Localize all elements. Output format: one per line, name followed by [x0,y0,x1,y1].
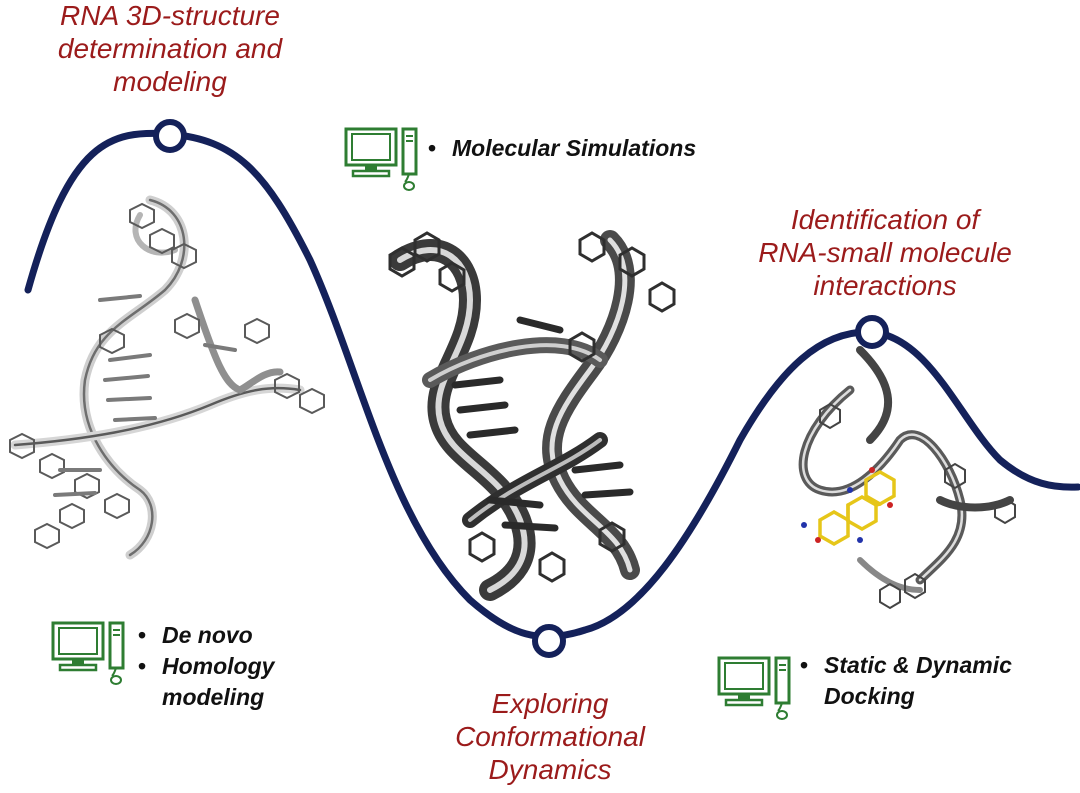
stage-title-exploring: Exploring Conformational Dynamics [455,688,645,785]
rna-structure-image-right [798,346,1016,610]
stage-marker-identification [855,315,889,349]
method-item: •Static & Dynamic [800,652,1012,678]
method-list-modeling: •De novo •Homology modeling [138,620,274,713]
method-item-continuation: modeling [162,684,265,710]
rna-structure-image-left [9,195,325,560]
stage-marker-rna-3d [153,119,187,153]
method-list-simulations: •Molecular Simulations [428,133,696,164]
method-item: •De novo [138,622,253,648]
computer-icon-modeling [51,621,125,686]
method-item: •Homology [138,653,275,679]
stage-title-rna-3d: RNA 3D-structure determination and model… [57,0,283,97]
method-item: •Molecular Simulations [428,135,697,161]
computer-icon-simulations [344,127,418,192]
method-list-docking: •Static & Dynamic Docking [800,650,1012,712]
rna-structure-image-center [388,230,676,601]
method-item-continuation: Docking [824,683,915,709]
stage-marker-exploring [532,624,566,658]
stage-title-identification: Identification of RNA-small molecule int… [758,204,1012,301]
computer-icon-docking [717,656,791,721]
